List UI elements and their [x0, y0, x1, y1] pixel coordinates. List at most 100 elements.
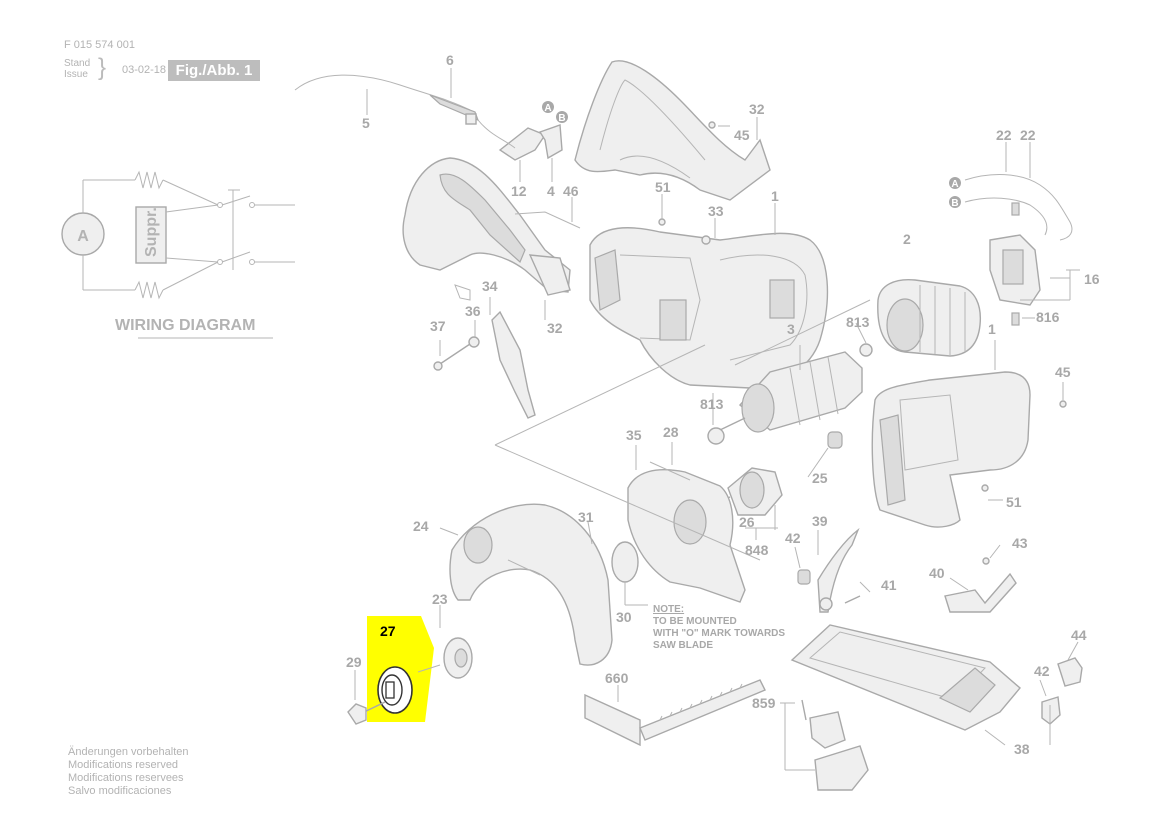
part-number: F 015 574 001 — [64, 39, 135, 51]
label-34: 34 — [482, 278, 498, 294]
screw-37 — [433, 336, 480, 371]
label-44: 44 — [1071, 627, 1087, 643]
flange-23 — [443, 637, 473, 679]
marker-b-right: B — [949, 196, 961, 209]
svg-text:B: B — [951, 198, 958, 209]
svg-text:A: A — [951, 179, 958, 190]
label-6: 6 — [446, 52, 454, 68]
label-16: 16 — [1084, 271, 1100, 287]
label-39: 39 — [812, 513, 828, 529]
rear-handle — [402, 157, 571, 301]
part-labels: 6 5 12 4 46 32 45 51 33 1 22 22 2 16 816… — [346, 52, 1100, 757]
footer-line-fr: Modifications reservees — [68, 772, 184, 784]
label-35: 35 — [626, 427, 642, 443]
marker-a-right: A — [949, 177, 961, 190]
screw-45-upper — [708, 121, 716, 129]
label-51-upper: 51 — [655, 179, 671, 195]
brush-holders — [989, 202, 1041, 326]
stand-issue-label: Stand Issue — [64, 58, 90, 80]
gear-housing — [627, 461, 746, 603]
base-plate — [790, 624, 1021, 731]
knob-44 — [1057, 657, 1083, 687]
label-2: 2 — [903, 231, 911, 247]
note-line-2: WITH "O" MARK TOWARDS — [653, 628, 785, 639]
label-660: 660 — [605, 670, 629, 686]
label-859: 859 — [752, 695, 776, 711]
label-29: 29 — [346, 654, 362, 670]
label-1-lower: 1 — [988, 321, 996, 337]
label-51-lower: 51 — [1006, 494, 1022, 510]
label-42-upper: 42 — [785, 530, 801, 546]
label-22-a: 22 — [996, 127, 1012, 143]
label-3: 3 — [787, 321, 795, 337]
wiring-title: WIRING DIAGRAM — [115, 317, 255, 334]
label-43: 43 — [1012, 535, 1028, 551]
brace-symbol: } — [98, 54, 107, 81]
label-23: 23 — [432, 591, 448, 607]
label-32-upper: 32 — [749, 101, 765, 117]
ring-30 — [611, 541, 639, 583]
motor-housing-upper — [589, 227, 829, 389]
svg-text:B: B — [558, 113, 565, 124]
trigger — [491, 310, 536, 419]
label-27: 27 — [380, 623, 396, 639]
label-5: 5 — [362, 115, 370, 131]
bevel-bracket — [944, 572, 1017, 613]
footer-line-en: Modifications reserved — [68, 759, 179, 771]
strain-relief — [477, 119, 563, 180]
marker-b-upper: B — [556, 111, 568, 124]
motor-housing-lower — [871, 371, 1067, 528]
screw-33 — [701, 235, 711, 245]
armature — [707, 351, 863, 445]
label-25: 25 — [812, 470, 828, 486]
leader-lines — [354, 68, 1080, 771]
mounting-note: NOTE: TO BE MOUNTED WITH "O" MARK TOWARD… — [653, 604, 785, 651]
footer-disclaimer: Änderungen vorbehalten Modifications res… — [68, 746, 188, 798]
label-24: 24 — [413, 518, 429, 534]
suppressor-label: Suppr. — [143, 207, 160, 257]
leads-22 — [964, 174, 1073, 241]
figure-badge: Fig./Abb. 1 — [168, 60, 260, 81]
label-30: 30 — [616, 609, 632, 625]
label-1-upper: 1 — [771, 188, 779, 204]
label-28: 28 — [663, 424, 679, 440]
wiring-diagram: A Suppr. WIRING DIAGRAM — [61, 170, 295, 339]
label-813-upper: 813 — [846, 314, 870, 330]
label-31: 31 — [578, 509, 594, 525]
label-816: 816 — [1036, 309, 1060, 325]
label-42-lower: 42 — [1034, 663, 1050, 679]
note-line-1: TO BE MOUNTED — [653, 616, 737, 627]
note-heading: NOTE: — [653, 604, 684, 615]
svg-text:A: A — [544, 103, 551, 114]
label-46: 46 — [563, 183, 579, 199]
knob-42 — [1041, 696, 1061, 725]
label-40: 40 — [929, 565, 945, 581]
flange-27[interactable] — [377, 666, 413, 714]
guard-lever — [797, 527, 861, 613]
label-45-lower: 45 — [1055, 364, 1071, 380]
label-26: 26 — [739, 514, 755, 530]
label-45-upper: 45 — [734, 127, 750, 143]
label-38: 38 — [1014, 741, 1030, 757]
note-line-3: SAW BLADE — [653, 640, 713, 651]
label-12: 12 — [511, 183, 527, 199]
label-4: 4 — [547, 183, 555, 199]
label-22-b: 22 — [1020, 127, 1036, 143]
label-848: 848 — [745, 542, 769, 558]
label-36: 36 — [465, 303, 481, 319]
footer-line-de: Änderungen vorbehalten — [68, 746, 189, 758]
label-32-lower: 32 — [547, 320, 563, 336]
label-813-lower: 813 — [700, 396, 724, 412]
label-33: 33 — [708, 203, 724, 219]
clamp-859 — [801, 699, 869, 791]
issue-label: Issue — [64, 69, 88, 80]
field-stator — [859, 278, 982, 357]
screw-43 — [982, 557, 990, 565]
rip-fence — [584, 679, 766, 747]
suppressor-box — [135, 206, 167, 264]
stand-label: Stand — [64, 58, 91, 69]
motor-label: A — [77, 228, 89, 245]
label-41: 41 — [881, 577, 897, 593]
marker-a-upper: A — [542, 101, 554, 114]
